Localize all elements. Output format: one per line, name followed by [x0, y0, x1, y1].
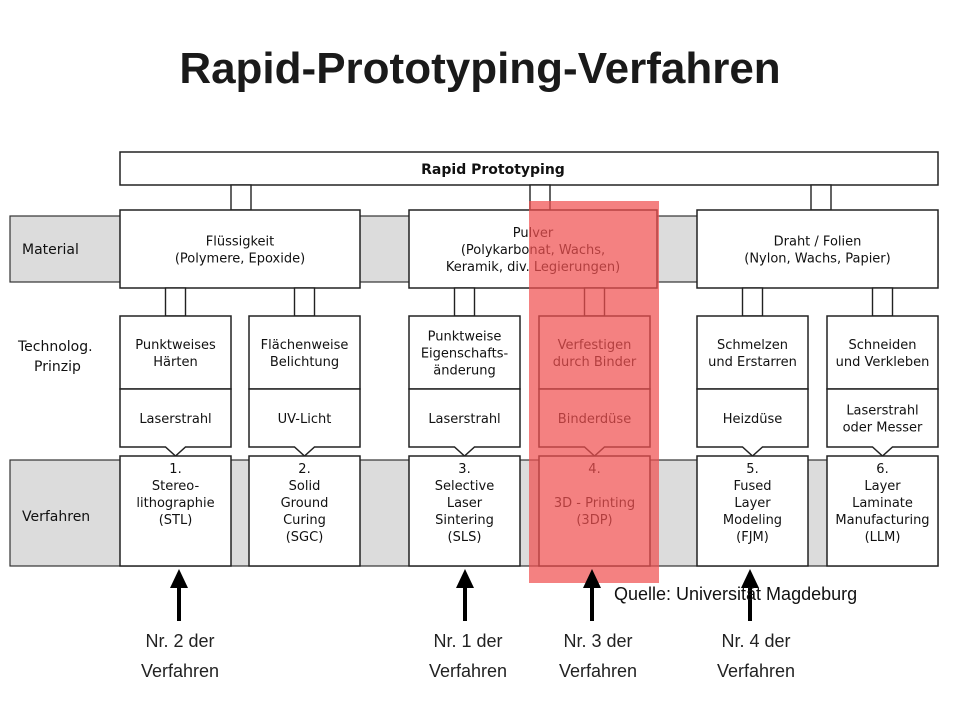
tool-2-line-1: UV-Licht — [278, 412, 332, 427]
tool-box-6 — [826, 388, 939, 458]
method-3-line-5: (SLS) — [448, 530, 482, 545]
source-note: Quelle: Universität Magdeburg — [614, 584, 858, 604]
root-connector-1 — [230, 184, 252, 211]
row-label-prinzip-2: Prinzip — [34, 359, 81, 375]
method-1-line-2: Stereo- — [152, 479, 200, 494]
root-box — [119, 151, 939, 186]
method-1-line-1: 1. — [169, 462, 181, 477]
annotation-nr3-line2: Verfahren — [558, 661, 638, 681]
method-5-line-4: Modeling — [723, 513, 782, 528]
method-5-line-3: Layer — [734, 496, 771, 511]
method-5-line-1: 5. — [746, 462, 758, 477]
material-1-line-1: Flüssigkeit — [206, 235, 275, 250]
method-6-line-3: Laminate — [852, 496, 913, 511]
method-box-3 — [408, 455, 521, 567]
principle-3-line-1: Punktweise — [428, 330, 502, 345]
tool-box-1 — [119, 388, 232, 458]
annotation-nr1-line2: Verfahren — [428, 661, 508, 681]
principle-2-line-2: Belichtung — [270, 355, 339, 370]
principle-connector-3 — [453, 287, 476, 317]
method-6-line-4: Manufacturing — [835, 513, 929, 528]
principle-connector-2 — [293, 287, 316, 317]
method-1-line-4: (STL) — [159, 513, 193, 528]
material-3-line-2: (Nylon, Wachs, Papier) — [744, 252, 890, 267]
arrow-head-1 — [170, 569, 188, 588]
principle-connector-1 — [164, 287, 187, 317]
method-3-line-3: Laser — [447, 496, 483, 511]
root-label: Rapid Prototyping — [421, 162, 565, 178]
annotation-nr1-line1: Nr. 1 der — [433, 631, 503, 651]
method-5-line-5: (FJM) — [736, 530, 769, 545]
arrow-head-4 — [741, 569, 759, 588]
tool-1-line-1: Laserstrahl — [139, 412, 211, 427]
method-2-line-5: (SGC) — [286, 530, 324, 545]
principle-6-line-2: und Verkleben — [836, 355, 930, 370]
principle-connector-5 — [741, 287, 764, 317]
method-2-line-3: Ground — [281, 496, 329, 511]
principle-3-line-3: änderung — [433, 364, 496, 379]
principle-5-line-1: Schmelzen — [717, 338, 788, 353]
method-box-1 — [119, 455, 232, 567]
method-3-line-4: Sintering — [435, 513, 494, 528]
method-3-line-1: 3. — [458, 462, 470, 477]
method-box-2 — [248, 455, 361, 567]
arrow-head-3 — [583, 569, 601, 588]
principle-connector-6 — [871, 287, 894, 317]
highlight-3dp — [529, 201, 659, 583]
row-label-verfahren: Verfahren — [22, 509, 90, 525]
material-3-line-1: Draht / Folien — [774, 235, 862, 250]
root-connector-3 — [810, 184, 832, 211]
principle-1-line-1: Punktweises — [135, 338, 216, 353]
method-6-line-5: (LLM) — [865, 530, 901, 545]
tool-box-2 — [248, 388, 361, 458]
tool-box-3 — [408, 388, 521, 458]
tool-3-line-1: Laserstrahl — [428, 412, 500, 427]
principle-3-line-2: Eigenschafts- — [421, 347, 509, 362]
annotation-nr4-line1: Nr. 4 der — [721, 631, 791, 651]
principle-2-line-1: Flächenweise — [261, 338, 349, 353]
annotation-nr3: Nr. 3 der Verfahren — [538, 626, 658, 686]
annotation-nr1: Nr. 1 der Verfahren — [408, 626, 528, 686]
page-title: Rapid-Prototyping-Verfahren — [179, 44, 781, 93]
principle-1-line-2: Härten — [153, 355, 197, 370]
annotation-nr2-line2: Verfahren — [140, 661, 220, 681]
annotation-nr3-line1: Nr. 3 der — [563, 631, 633, 651]
method-6-line-1: 6. — [876, 462, 888, 477]
method-2-line-2: Solid — [289, 479, 321, 494]
method-5-line-2: Fused — [733, 479, 771, 494]
principle-5-line-2: und Erstarren — [708, 355, 797, 370]
method-box-6 — [826, 455, 939, 567]
annotation-nr4-line2: Verfahren — [716, 661, 796, 681]
annotation-nr2-line1: Nr. 2 der — [145, 631, 215, 651]
tool-5-line-1: Heizdüse — [723, 412, 782, 427]
method-6-line-2: Layer — [864, 479, 901, 494]
arrows-layer — [170, 569, 759, 621]
tool-6-line-1: Laserstrahl — [846, 404, 918, 419]
row-label-material: Material — [22, 242, 79, 258]
method-2-line-4: Curing — [283, 513, 326, 528]
method-box-5 — [696, 455, 809, 567]
method-3-line-2: Selective — [435, 479, 494, 494]
tool-box-5 — [696, 388, 809, 458]
tool-6-line-2: oder Messer — [843, 421, 923, 436]
method-2-line-1: 2. — [298, 462, 310, 477]
principle-6-line-1: Schneiden — [849, 338, 917, 353]
method-1-line-3: lithographie — [136, 496, 214, 511]
material-box-1 — [119, 209, 361, 289]
principle-box-1 — [119, 315, 232, 390]
annotation-nr2: Nr. 2 der Verfahren — [120, 626, 240, 686]
annotation-nr4: Nr. 4 der Verfahren — [696, 626, 816, 686]
material-1-line-2: (Polymere, Epoxide) — [175, 252, 305, 267]
row-label-prinzip-1: Technolog. — [17, 339, 93, 355]
arrow-head-2 — [456, 569, 474, 588]
material-box-3 — [696, 209, 939, 289]
